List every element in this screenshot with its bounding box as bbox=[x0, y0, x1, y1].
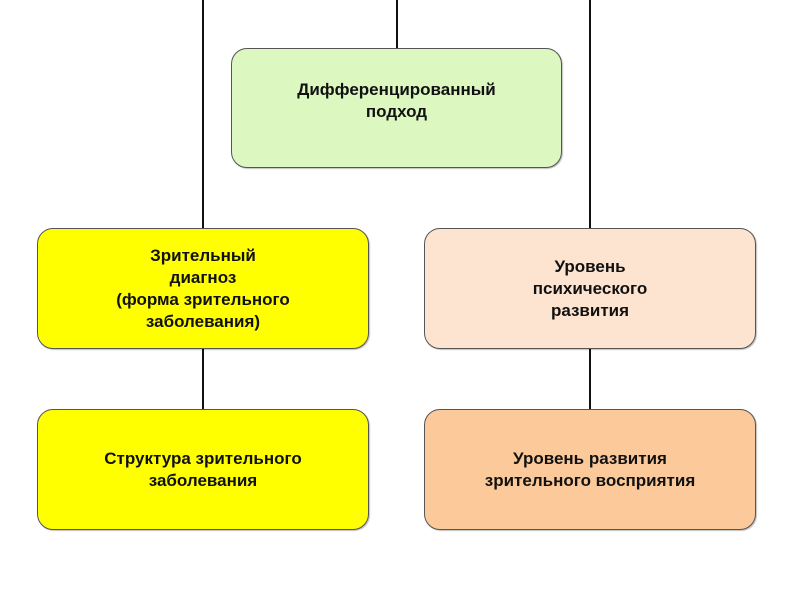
node-root-label: Дифференцированный подход bbox=[297, 80, 496, 121]
node-visual-diagnosis-label: Зрительный диагноз (форма зрительного за… bbox=[116, 245, 290, 331]
node-disease-structure: Структура зрительного заболевания bbox=[37, 409, 369, 530]
node-visual-diagnosis: Зрительный диагноз (форма зрительного за… bbox=[37, 228, 369, 349]
node-root: Дифференцированный подход bbox=[231, 48, 562, 168]
node-visual-perception-level: Уровень развития зрительного восприятия bbox=[424, 409, 756, 530]
node-disease-structure-label: Структура зрительного заболевания bbox=[104, 448, 302, 490]
node-visual-perception-level-label: Уровень развития зрительного восприятия bbox=[484, 448, 696, 490]
node-mental-development-level: Уровень психического развития bbox=[424, 228, 756, 349]
node-mental-development-level-label: Уровень психического развития bbox=[532, 256, 648, 320]
